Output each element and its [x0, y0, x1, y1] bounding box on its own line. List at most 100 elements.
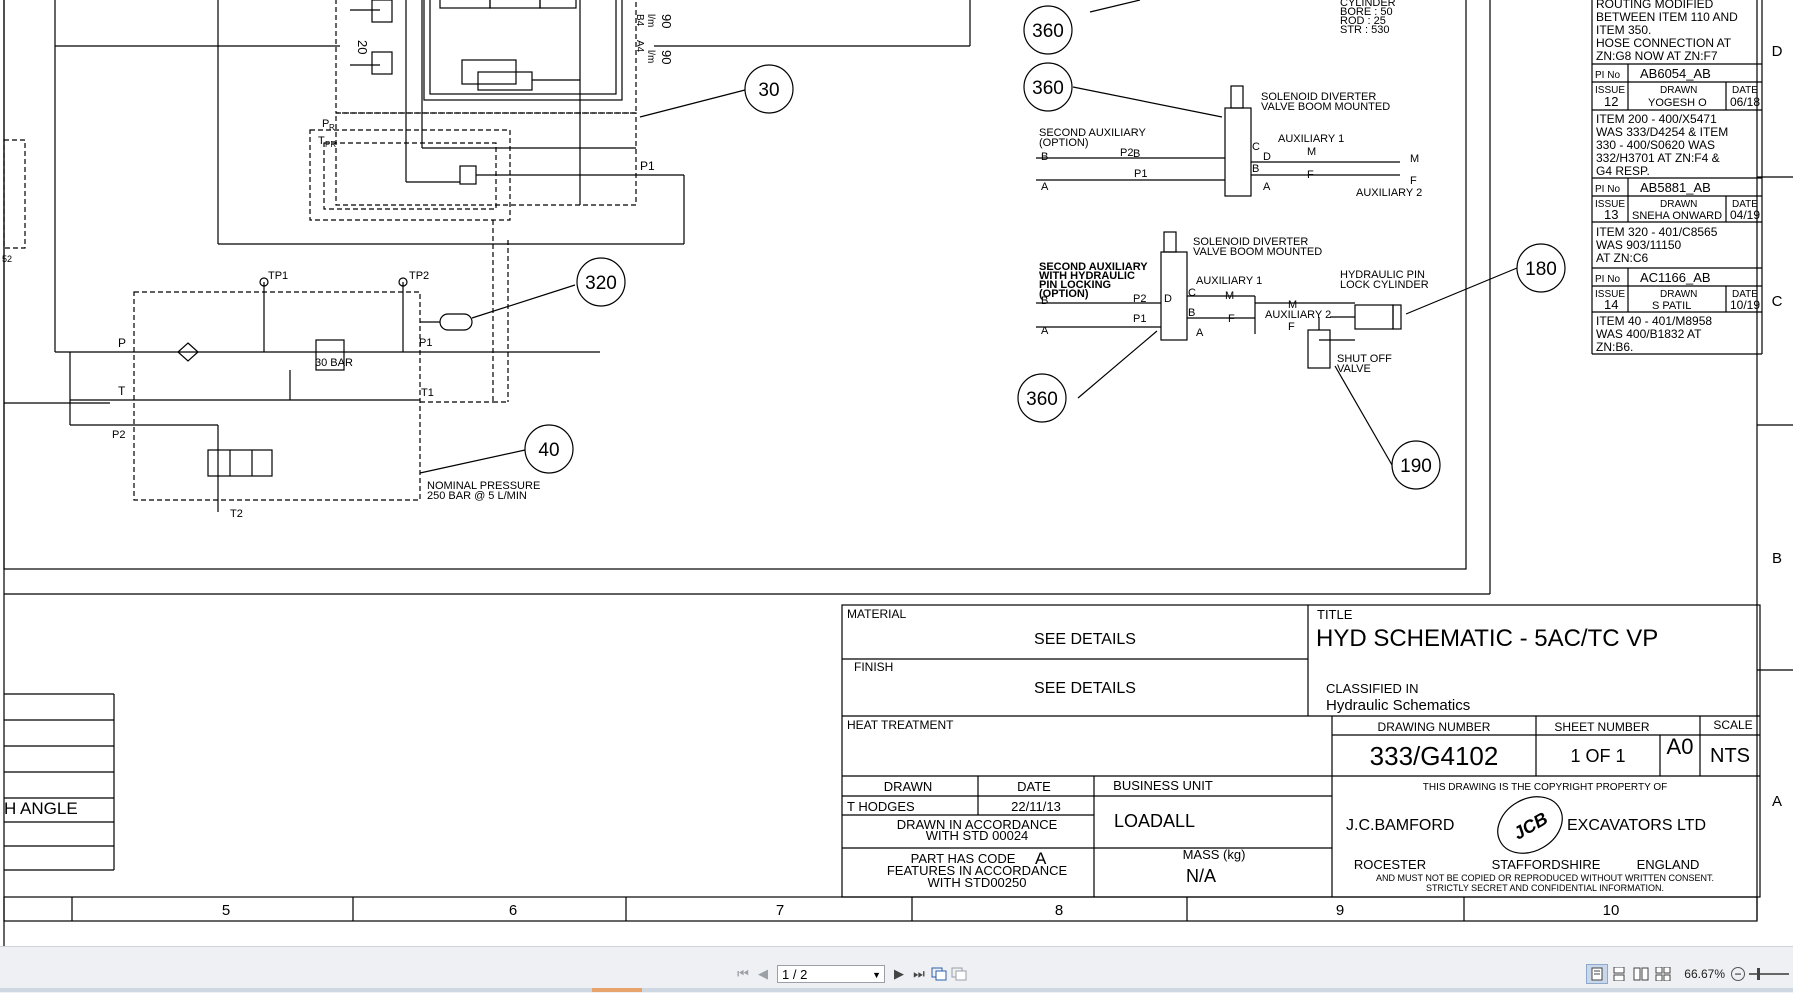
solenoid-diverter-label-2a: SOLENOID DIVERTER — [1193, 236, 1308, 248]
schematic-drawing: CYLINDER BORE : 50 ROD : 25 STR : 530 SO… — [2, 0, 1793, 946]
notice-line-a: AND MUST NOT BE COPIED OR REPRODUCED WIT… — [1376, 873, 1714, 883]
jcb-logo: JCB — [1510, 808, 1551, 843]
fit-width-icon — [951, 967, 967, 981]
solenoid-diverter-label-1a: SOLENOID DIVERTER — [1261, 91, 1376, 103]
mass-value: N/A — [1186, 866, 1216, 886]
port-a-left-lower: A — [1041, 325, 1049, 337]
nominal-pressure-a: NOMINAL PRESSURE — [427, 480, 540, 492]
two-page-continuous-button[interactable] — [1652, 964, 1674, 984]
port-a4: A4 — [634, 40, 645, 53]
date-value: 22/11/13 — [1011, 799, 1061, 814]
shut-off-label-a: SHUT OFF — [1337, 353, 1392, 365]
rev12-issue-label: ISSUE — [1595, 85, 1625, 96]
single-page-view-button[interactable] — [1586, 964, 1609, 984]
business-unit-value: LOADALL — [1114, 811, 1195, 831]
code-line-c: WITH STD00250 — [928, 875, 1027, 890]
zone-letter-c: C — [1772, 293, 1783, 310]
port-tp2: TP2 — [409, 270, 429, 282]
flow-lmin-b: l/m — [645, 50, 656, 63]
port-m-aux2: M — [1288, 299, 1297, 311]
drawn-label: DRAWN — [884, 779, 933, 794]
rev12-text-4: 332/H3701 AT ZN:F4 & — [1596, 151, 1720, 165]
next-page-button[interactable]: ▶ — [889, 964, 909, 984]
port-t-left: T — [118, 384, 126, 398]
callout-190-circle — [1391, 440, 1441, 490]
notice-line-b: STRICTLY SECRET AND CONFIDENTIAL INFORMA… — [1426, 883, 1664, 893]
left-partial-label: 52 — [2, 254, 12, 264]
rev12-text-5: G4 RESP. — [1596, 164, 1650, 178]
rev13-text-3: AT ZN:C6 — [1596, 251, 1649, 265]
fit-width-button[interactable] — [949, 964, 969, 984]
two-page-continuous-icon — [1655, 967, 1671, 981]
last-page-button[interactable]: ⏭ — [909, 964, 929, 984]
rev12-pino-label: PI No — [1595, 70, 1620, 81]
rev13-date: 04/19 — [1730, 208, 1760, 222]
zone-number-8: 8 — [1055, 902, 1063, 919]
second-aux-hyd-b: WITH HYDRAULIC — [1039, 270, 1135, 282]
rev13-text-1: ITEM 320 - 401/C8565 — [1596, 225, 1718, 239]
zone-letter-a: A — [1772, 793, 1782, 810]
classified-label: CLASSIFIED IN — [1326, 681, 1418, 696]
rev12-pino: AB6054_AB — [1640, 66, 1711, 81]
classified-value: Hydraulic Schematics — [1326, 697, 1470, 714]
zoom-slider[interactable] — [1749, 968, 1789, 980]
port-p1-lower: P1 — [1133, 313, 1146, 325]
prev-page-button[interactable]: ◀ — [753, 964, 773, 984]
drawing-number: 333/G4102 — [1370, 741, 1499, 771]
callout-360-mid: 360 — [1032, 78, 1064, 99]
std-line-a: DRAWN IN ACCORDANCE — [897, 817, 1058, 832]
rev14-date-label: DATE — [1732, 289, 1758, 300]
port-p-left: P — [118, 336, 126, 350]
callout-360-circle-bottom — [1017, 373, 1067, 423]
zoom-out-icon[interactable]: − — [1731, 967, 1745, 981]
rev-top-line-3: ITEM 350. — [1596, 23, 1651, 37]
port-pr: P — [322, 118, 329, 130]
aux1-label-upper: AUXILIARY 1 — [1278, 133, 1344, 145]
first-page-icon: ⏮ — [737, 966, 749, 981]
rev13-drawn-label: DRAWN — [1660, 199, 1697, 210]
first-page-button[interactable]: ⏮ — [733, 964, 753, 984]
scale-label: SCALE — [1713, 718, 1752, 732]
continuous-view-button[interactable] — [1608, 964, 1630, 984]
flow-20: 20 — [355, 40, 370, 54]
date-label: DATE — [1017, 779, 1051, 794]
rev13-drawn: SNEHA ONWARD — [1632, 210, 1722, 222]
location-country: ENGLAND — [1637, 857, 1700, 872]
second-aux-hyd-a: SECOND AUXILIARY — [1039, 261, 1148, 273]
port-p2-left: P2 — [112, 429, 125, 441]
flow-lmin-a: l/m — [645, 14, 656, 27]
zoom-slider-thumb[interactable] — [1757, 968, 1760, 980]
port-a-lower: A — [1196, 327, 1204, 339]
zone-number-6: 6 — [509, 902, 517, 919]
drawn-value: T HODGES — [847, 799, 915, 814]
page-selector[interactable]: 1 / 2 ▼ — [777, 965, 885, 983]
two-page-view-button[interactable] — [1630, 964, 1652, 984]
rev14-issue-label: ISSUE — [1595, 289, 1625, 300]
port-d-lower: D — [1164, 293, 1172, 305]
port-tpr: T — [318, 135, 325, 147]
shut-off-label-b: VALVE — [1337, 363, 1371, 375]
business-unit-label: BUSINESS UNIT — [1113, 778, 1213, 793]
second-aux-hyd-c: PIN LOCKING — [1039, 279, 1111, 291]
rev13-pino: AB5881_AB — [1640, 180, 1711, 195]
fit-page-icon — [931, 967, 947, 981]
zone-number-5: 5 — [222, 902, 230, 919]
fit-page-button[interactable] — [929, 964, 949, 984]
last-page-icon: ⏭ — [913, 966, 925, 981]
aux2-label-upper: AUXILIARY 2 — [1356, 187, 1422, 199]
aux1-label-lower: AUXILIARY 1 — [1196, 275, 1262, 287]
scale-value: NTS — [1710, 745, 1750, 767]
port-b-lower: B — [1188, 307, 1195, 319]
rev12-text-2: WAS 333/D4254 & ITEM — [1596, 125, 1728, 139]
zoom-level[interactable]: 66.67% — [1684, 967, 1725, 981]
page-navigation: ⏮ ◀ 1 / 2 ▼ ▶ ⏭ — [733, 962, 969, 986]
callout-180-circle — [1516, 243, 1566, 293]
port-p2-lower: P2 — [1133, 293, 1146, 305]
rev12-drawn-label: DRAWN — [1660, 85, 1697, 96]
callout-40-circle — [524, 424, 574, 474]
copyright-text: THIS DRAWING IS THE COPYRIGHT PROPERTY O… — [1423, 782, 1667, 793]
flow-90-a: 90 — [659, 14, 674, 28]
callout-360-circle-mid — [1023, 62, 1073, 112]
callout-360-top: 360 — [1032, 21, 1064, 42]
second-aux-hyd-d: (OPTION) — [1039, 288, 1089, 300]
